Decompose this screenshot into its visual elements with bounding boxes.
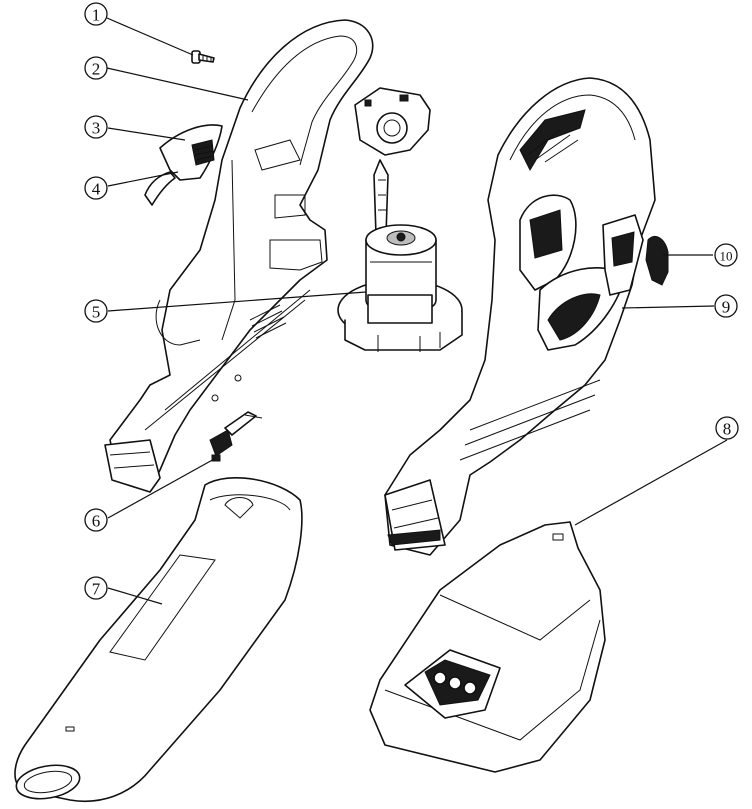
- svg-text:5: 5: [92, 303, 101, 322]
- callout-8: 8: [715, 416, 739, 440]
- leader-lines: [106, 17, 728, 605]
- blow-tube: [14, 477, 303, 802]
- callout-9: 9: [714, 294, 738, 318]
- svg-text:6: 6: [92, 512, 101, 531]
- svg-text:7: 7: [92, 580, 101, 599]
- callout-1: 1: [84, 2, 108, 26]
- battery-pack: [369, 521, 606, 773]
- side-button: [602, 214, 669, 296]
- svg-text:3: 3: [92, 119, 101, 138]
- svg-text:10: 10: [720, 249, 733, 264]
- callout-3: 3: [84, 115, 108, 139]
- svg-text:9: 9: [722, 298, 731, 317]
- battery-latch: [209, 411, 263, 462]
- callout-6: 6: [84, 508, 108, 532]
- callout-5: 5: [84, 299, 108, 323]
- callout-2: 2: [84, 56, 108, 80]
- callout-7: 7: [84, 576, 108, 600]
- callout-4: 4: [84, 176, 108, 200]
- left-housing-half: [104, 19, 374, 493]
- svg-text:4: 4: [92, 180, 101, 199]
- switch-pcb-assembly: [354, 87, 431, 236]
- svg-text:2: 2: [92, 60, 101, 79]
- right-housing-half: [384, 77, 656, 556]
- motor-fan-assembly: [337, 224, 463, 352]
- switch-cover: [159, 124, 223, 181]
- svg-text:8: 8: [723, 420, 732, 439]
- screw: [191, 50, 215, 64]
- switch-lever: [144, 171, 176, 206]
- callout-10: 10: [714, 243, 738, 267]
- svg-text:1: 1: [92, 6, 101, 25]
